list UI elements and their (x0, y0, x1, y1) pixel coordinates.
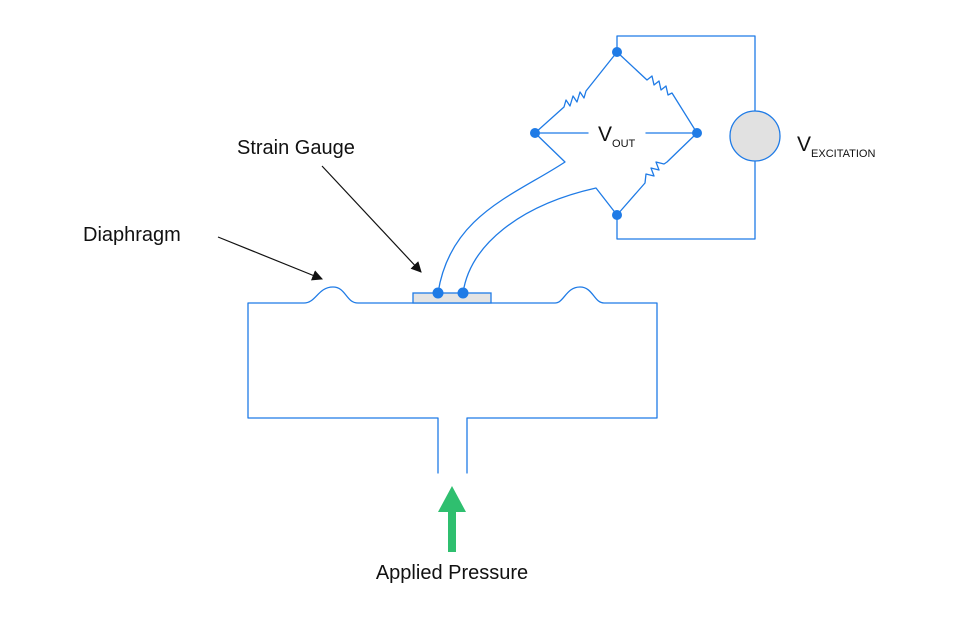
excitation-source (729, 110, 781, 162)
diaphragm-label: Diaphragm (83, 224, 181, 246)
vexcitation-label: VEXCITATION (797, 133, 875, 160)
lead-wire-outer (437, 132, 566, 294)
strain-gauge-pointer (321, 165, 422, 273)
vout-subscript: OUT (612, 138, 636, 150)
bridge-arm-top-left (534, 51, 618, 134)
bridge-arm-top-right (616, 51, 698, 134)
pressure-arrow-icon (438, 486, 466, 552)
diaphragm-pointer (217, 236, 324, 281)
gauge-terminal-right (457, 287, 469, 299)
strain-gauge-element (412, 292, 492, 304)
bridge-node-left (530, 128, 540, 138)
excitation-wire-top (616, 35, 756, 112)
applied-pressure-label: Applied Pressure (376, 562, 528, 584)
excitation-wire-bottom (616, 160, 756, 240)
vexcitation-subscript: EXCITATION (811, 148, 875, 160)
sensor-housing (247, 286, 658, 474)
bridge-arm-bottom-right (616, 132, 698, 216)
gauge-terminal-left (432, 287, 444, 299)
vout-main-text: V (598, 123, 612, 146)
bridge-node-top (612, 47, 622, 57)
strain-gauge-label: Strain Gauge (237, 137, 355, 159)
lead-wire-inner (462, 187, 618, 294)
vexcitation-main-text: V (797, 133, 811, 156)
bridge-node-bottom (612, 210, 622, 220)
bridge-node-right (692, 128, 702, 138)
vout-label: VOUT (598, 123, 636, 150)
